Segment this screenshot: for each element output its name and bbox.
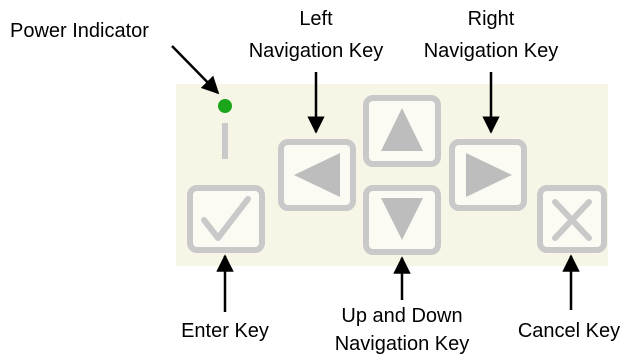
- right-key-label-line2: Navigation Key: [423, 40, 559, 62]
- left-key-label-line1: Left: [299, 8, 333, 30]
- power-indicator-bar: [222, 123, 228, 159]
- power-led-icon: [218, 99, 232, 113]
- power-indicator-label: Power Indicator: [10, 20, 149, 42]
- right-triangle-icon: [466, 153, 512, 197]
- x-icon: [552, 199, 592, 241]
- up-navigation-key[interactable]: [363, 95, 441, 167]
- up-triangle-icon: [381, 108, 423, 151]
- updown-key-label-line2: Navigation Key: [334, 333, 470, 355]
- down-navigation-key[interactable]: [363, 185, 441, 255]
- check-icon: [201, 196, 251, 241]
- right-navigation-key[interactable]: [449, 139, 527, 211]
- enter-key-label: Enter Key: [181, 320, 269, 342]
- left-navigation-key[interactable]: [278, 139, 356, 211]
- updown-key-label-line1: Up and Down: [341, 305, 463, 327]
- enter-key[interactable]: [187, 185, 265, 253]
- left-key-label-line2: Navigation Key: [248, 40, 384, 62]
- cancel-key[interactable]: [537, 185, 607, 253]
- power-arrow: [171, 45, 220, 95]
- right-key-label-line1: Right: [467, 8, 515, 30]
- left-triangle-icon: [294, 153, 340, 197]
- down-triangle-icon: [381, 198, 423, 240]
- cancel-key-label: Cancel Key: [517, 320, 621, 342]
